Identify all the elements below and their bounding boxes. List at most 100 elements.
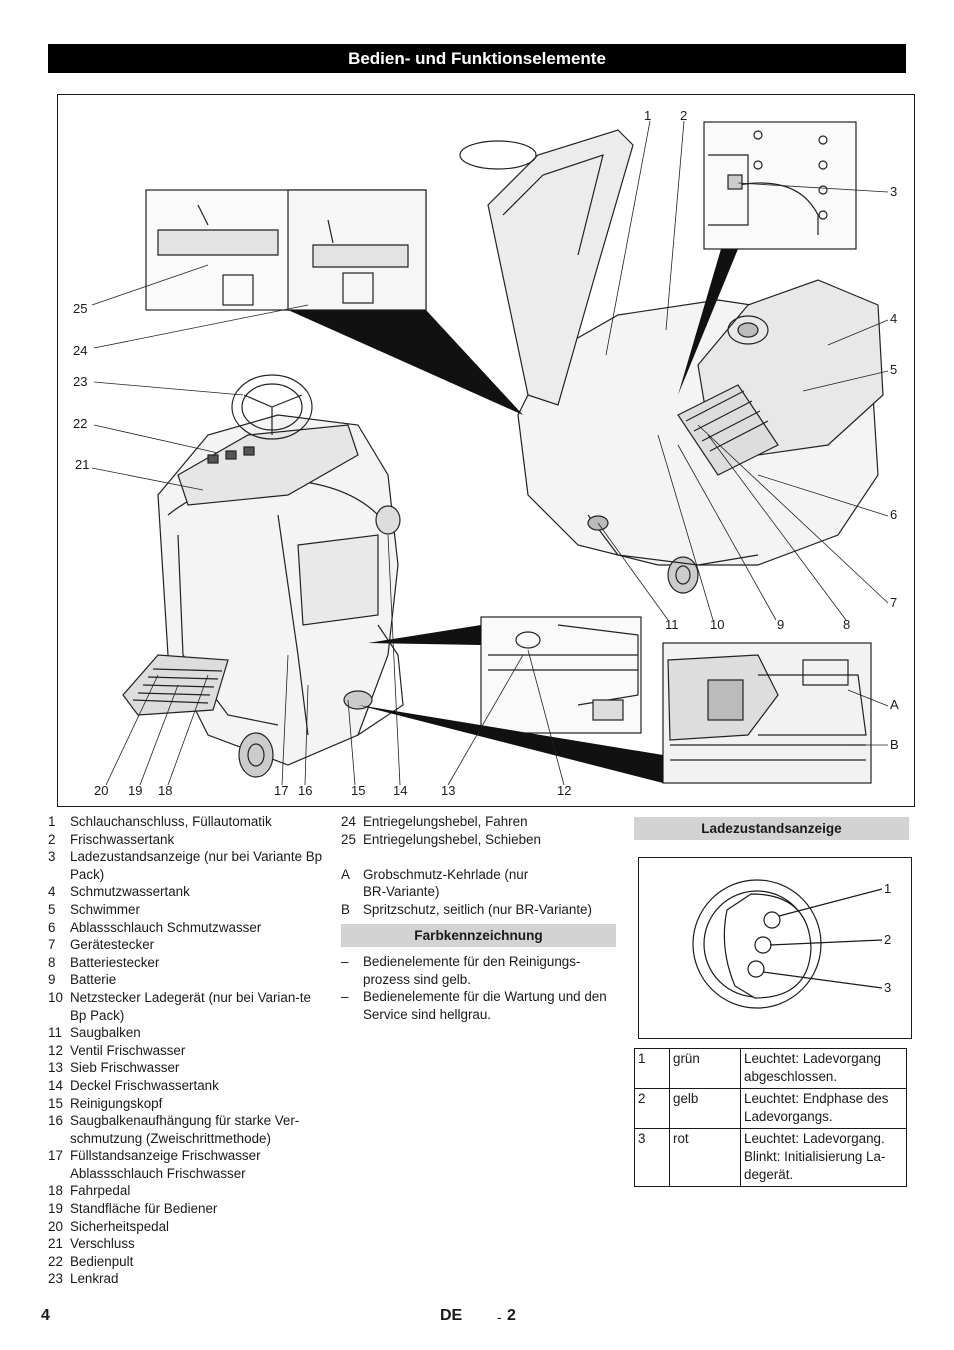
legend-text: Lenkrad [70,1271,119,1287]
table-cell: 3 [634,1128,670,1188]
leader-lines [91,120,889,786]
table-row: 1 grün Leuchtet: Ladevorgang abgeschloss… [634,1047,907,1090]
machine-drawing [91,120,889,786]
legend-num: 17 [48,1148,63,1164]
table-cell: Leuchtet: Endphase des Ladevorgangs. [740,1088,907,1130]
page-number: 4 [41,1307,50,1324]
legend-text: Verschluss [70,1236,135,1252]
legend-text: Batterie [70,972,117,988]
legend-num: 1 [48,814,56,829]
legend-num: 6 [48,919,56,935]
legend-num: 5 [48,901,56,917]
callout-2: 2 [680,108,688,123]
legend-num: 13 [48,1060,63,1076]
table-cell: gelb [669,1088,741,1130]
callout-21: 21 [75,457,90,472]
legend-text: Standfläche für Bediener [70,1201,218,1217]
table-row: 2 gelb Leuchtet: Endphase des Ladevorgan… [634,1088,907,1130]
legend-text: Entriegelungshebel, Fahren [363,814,528,829]
callout-18: 18 [158,783,173,798]
legend-text: Schmutzwassertank [70,884,190,900]
legend-text: Netzstecker Ladegerät (nur bei Varian-te… [70,989,311,1023]
charge-indicator-heading: Ladezustandsanzeige [634,817,909,840]
legend-num: B [341,901,350,917]
callout-10: 10 [710,617,725,632]
legend-num: 16 [48,1113,63,1129]
callout-B: B [890,737,899,752]
legend-num: 11 [48,1025,62,1041]
callout-23: 23 [73,374,88,389]
legend-item: 1 Schlauchanschluss, Füllautomatik [48,813,323,831]
callout-5: 5 [890,362,898,377]
legend-text: Schlauchanschluss, Füllautomatik [70,814,272,829]
table-cell: Leuchtet: Ladevorgang. Blinkt: Initialis… [740,1128,907,1188]
callout-17: 17 [274,783,289,798]
right-steering-wheel [459,140,537,170]
legend-item: 8 Batteriestecker [48,954,323,972]
legend-item: 4 Schmutzwassertank [48,883,323,901]
page-title: Bedien- und Funktionselemente [48,44,906,73]
legend-text: Schwimmer [70,901,140,917]
legend-num: 22 [48,1253,63,1269]
legend-text: Spritzschutz, seitlich (nur BR-Variante) [363,901,592,917]
footer-separator: - [497,1309,502,1325]
legend-text: Reinigungskopf [70,1095,163,1111]
legend-num: 25 [341,831,356,847]
colour-coding-list: –Bedienelemente für den Reinigungs-proze… [341,953,616,1023]
list-item-text: Bedienelemente für die Wartung und den S… [363,989,607,1022]
legend-num: 24 [341,814,356,829]
charge-indicator-table: 1 grün Leuchtet: Ladevorgang abgeschloss… [634,1047,907,1188]
charge-indicator-drawing [692,879,883,1009]
legend-num: 19 [48,1201,63,1217]
legend-text: Sicherheitspedal [70,1218,170,1234]
legend-text: Ablassschlauch Schmutzwasser [70,919,262,935]
legend-text: Deckel Frischwassertank [70,1077,219,1093]
legend-num: 12 [48,1042,63,1058]
legend-num: 10 [48,989,63,1005]
right-battery [677,384,779,476]
table-cell: rot [669,1128,741,1188]
callout-19: 19 [128,783,143,798]
bullet-dash: – [341,954,349,969]
legend-num: 7 [48,937,56,953]
callout-16: 16 [298,783,313,798]
legend-num: 2 [48,831,56,847]
legend-num: 3 [48,849,56,865]
legend-num: 9 [48,972,56,988]
colour-coding-heading: Farbkennzeichnung [341,924,616,947]
legend-item: 13 Sieb Frischwasser [48,1059,323,1077]
legend-text: Füllstandsanzeige Frischwasser Ablasssch… [70,1148,261,1181]
led-green [763,911,781,929]
callout-24: 24 [73,343,88,358]
callout-12: 12 [557,783,572,798]
legend-text: Sieb Frischwasser [70,1060,180,1076]
charge-indicator-figure: 1 2 3 [638,857,912,1039]
list-item: –Bedienelemente für die Wartung und den … [341,988,616,1023]
legend-text: Batteriestecker [70,954,160,970]
led-callout-3: 3 [884,980,892,995]
callout-9: 9 [777,617,785,632]
led-callout-1: 1 [884,881,892,896]
callout-25: 25 [73,301,88,316]
legend-text: Grobschmutz-Kehrlade (nur BR-Variante) [363,866,529,900]
legend-text: Fahrpedal [70,1183,131,1199]
led-red [747,960,765,978]
table-row: 3 rot Leuchtet: Ladevorgang. Blinkt: Ini… [634,1128,907,1188]
legend-item: 5 Schwimmer [48,901,323,919]
legend-text: Saugbalkenaufhängung für starke Ver-schm… [70,1113,300,1146]
callout-11: 11 [665,617,679,632]
legend-num: 8 [48,954,56,970]
callout-3: 3 [890,184,898,199]
legend-num: 4 [48,884,56,900]
callout-22: 22 [73,416,88,431]
legend-item: 24 Entriegelungshebel, Fahren [341,813,621,831]
left-control-panel [177,424,359,506]
bullet-dash: – [341,989,349,1005]
led-yellow [754,936,772,954]
